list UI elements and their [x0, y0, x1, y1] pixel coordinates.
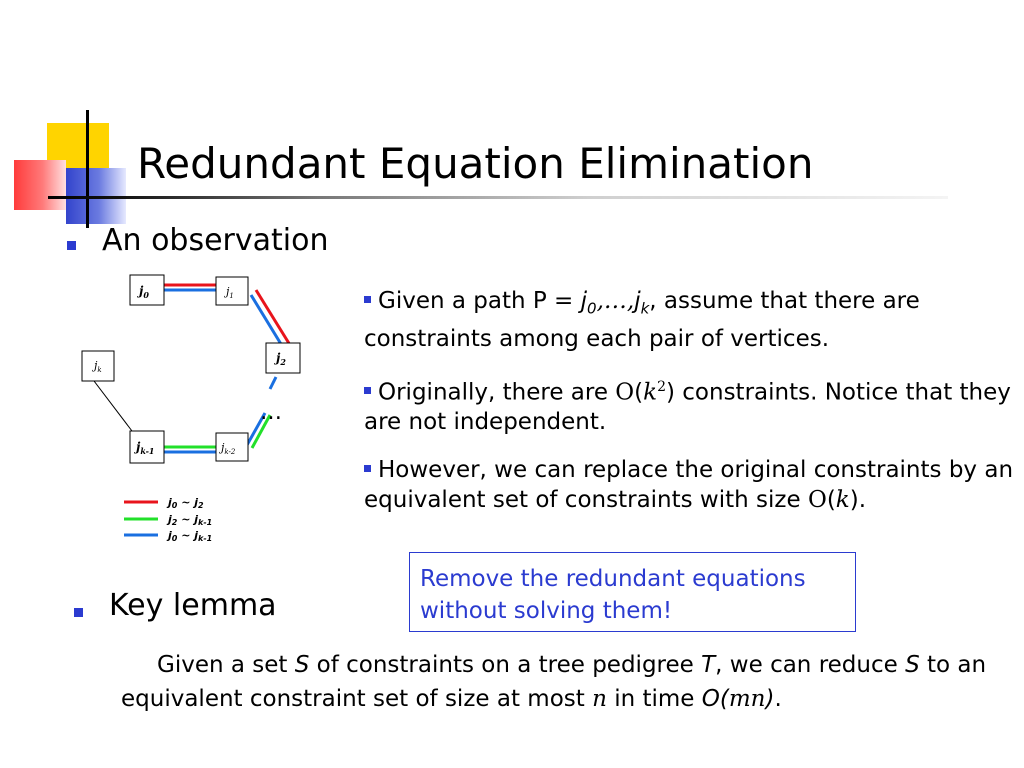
key-lemma-heading: Key lemma — [109, 588, 277, 623]
bullet-key-lemma — [74, 608, 83, 617]
node-jk-label: jk — [91, 359, 102, 374]
bullet-point-1 — [364, 296, 371, 303]
legend-label-2: j0 ~ jk-1 — [166, 529, 212, 543]
path-diagram: j0 j1 j2 jk-2 jk-1 jk … j0 ~ j2 j2 ~ jk-… — [81, 274, 301, 543]
diagram-legend: j0 ~ j2 j2 ~ jk-1 j0 ~ jk-1 — [124, 496, 212, 543]
bullet-observation — [67, 241, 76, 250]
bullet-point-2 — [364, 387, 371, 395]
node-jk-1-label: jk-1 — [134, 440, 154, 456]
point-1: Given a path P = j0,…,jk, assume that th… — [364, 288, 920, 352]
node-jk-1: jk-1 — [129, 430, 165, 464]
diagram-edges — [93, 283, 292, 454]
observation-points: Given a path P = j0,…,jk, assume that th… — [364, 286, 1014, 533]
node-j2: j2 — [265, 342, 301, 374]
node-j1-label: j1 — [223, 285, 234, 300]
node-jk-2-label: jk-2 — [218, 441, 236, 456]
legend-label-0: j0 ~ j2 — [166, 496, 204, 510]
edge-dots-jk2-green — [250, 414, 272, 449]
node-jk-2: jk-2 — [215, 432, 249, 462]
slide-title: Redundant Equation Elimination — [137, 139, 814, 188]
edge-dots-jk2-blue — [245, 412, 267, 446]
logo-vertical-rule — [86, 110, 89, 228]
legend-label-1: j2 ~ jk-1 — [166, 513, 212, 527]
point-3: However, we can replace the original con… — [364, 457, 1014, 514]
highlight-box: Remove the redundant equations without s… — [409, 552, 856, 632]
edge-jk-jk1 — [93, 380, 133, 432]
node-j2-label: j2 — [274, 351, 286, 367]
point-2: Originally, there are O(k2) constraints.… — [364, 378, 1011, 436]
node-jk: jk — [81, 350, 115, 382]
node-j0: j0 — [129, 274, 165, 306]
lemma-statement: Given a set S of constraints on a tree p… — [121, 652, 987, 712]
node-j1: j1 — [215, 276, 249, 306]
edge-j2-down-blue — [268, 376, 278, 390]
logo-red-square — [14, 160, 66, 210]
observation-heading: An observation — [102, 223, 329, 258]
diagram-ellipsis: … — [260, 400, 282, 425]
edge-j1-j2-red — [254, 289, 292, 346]
bullet-point-3 — [364, 465, 371, 473]
node-j0-label: j0 — [137, 284, 149, 300]
title-underline-rule — [48, 196, 948, 199]
edge-j1-j2-blue — [249, 294, 286, 350]
